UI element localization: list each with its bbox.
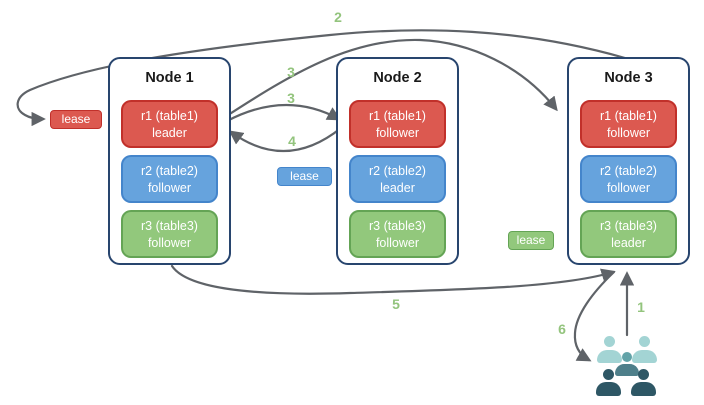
node-2-title: Node 2 [373,70,422,86]
node-2-replica-r1: r1 (table1) follower [349,100,446,148]
step-label-3a: 3 [287,64,295,80]
step-label-4: 4 [288,133,296,149]
step-label-3b: 3 [287,90,295,106]
step-label-1-of-2: 2 [334,9,342,25]
replica-label: r2 (table2) [369,164,426,178]
replica-role: follower [375,235,420,250]
replica-label: r1 (table1) [369,109,426,123]
replica-role: follower [147,235,192,250]
node-3-replica-r2: r2 (table2) follower [580,155,677,203]
replica-label: r1 (table1) [600,109,657,123]
node-3-replica-r3: r3 (table3) leader [580,210,677,258]
node-2-replica-r3: r3 (table3) follower [349,210,446,258]
person-head [603,369,614,380]
node-1-title: Node 1 [145,70,194,86]
node-1-replica-r3: r3 (table3) follower [121,210,218,258]
node-1-replica-r2: r2 (table2) follower [121,155,218,203]
node-2-replica-r2: r2 (table2) leader [349,155,446,203]
node-3-title: Node 3 [604,70,653,86]
step-label-6: 6 [558,321,566,337]
user-group-icon [594,334,660,397]
person-head [604,336,615,347]
replica-label: r3 (table3) [141,219,198,233]
replica-role: follower [147,180,192,195]
replica-label: r3 (table3) [600,219,657,233]
person-body [596,382,621,396]
lease-badge-r2: lease [277,167,332,186]
node-1-replica-r1: r1 (table1) leader [121,100,218,148]
person-body [631,382,656,396]
replica-role: leader [380,180,415,195]
node-3-replica-r1: r1 (table1) follower [580,100,677,148]
node-2: Node 2 r1 (table1) follower r2 (table2) … [336,57,459,265]
node-1: Node 1 r1 (table1) leader r2 (table2) fo… [108,57,231,265]
lease-badge-r1: lease [50,110,102,129]
replica-label: r3 (table3) [369,219,426,233]
person-head [638,369,649,380]
arrow-step-5 [170,264,616,295]
replica-role: leader [152,125,187,140]
step-label-1: 1 [637,299,645,315]
replica-label: r2 (table2) [600,164,657,178]
person-body [615,364,639,376]
replica-role: leader [611,235,646,250]
step-label-5: 5 [392,296,400,312]
replica-role: follower [606,125,651,140]
replica-label: r1 (table1) [141,109,198,123]
person-head [639,336,650,347]
person-head [622,352,632,362]
arrow-step-3-to-node2 [225,103,342,123]
replica-role: follower [375,125,420,140]
replica-label: r2 (table2) [141,164,198,178]
person-body [632,350,657,363]
person-body [597,350,622,363]
replica-role: follower [606,180,651,195]
lease-badge-r3: lease [508,231,554,250]
node-3: Node 3 r1 (table1) follower r2 (table2) … [567,57,690,265]
